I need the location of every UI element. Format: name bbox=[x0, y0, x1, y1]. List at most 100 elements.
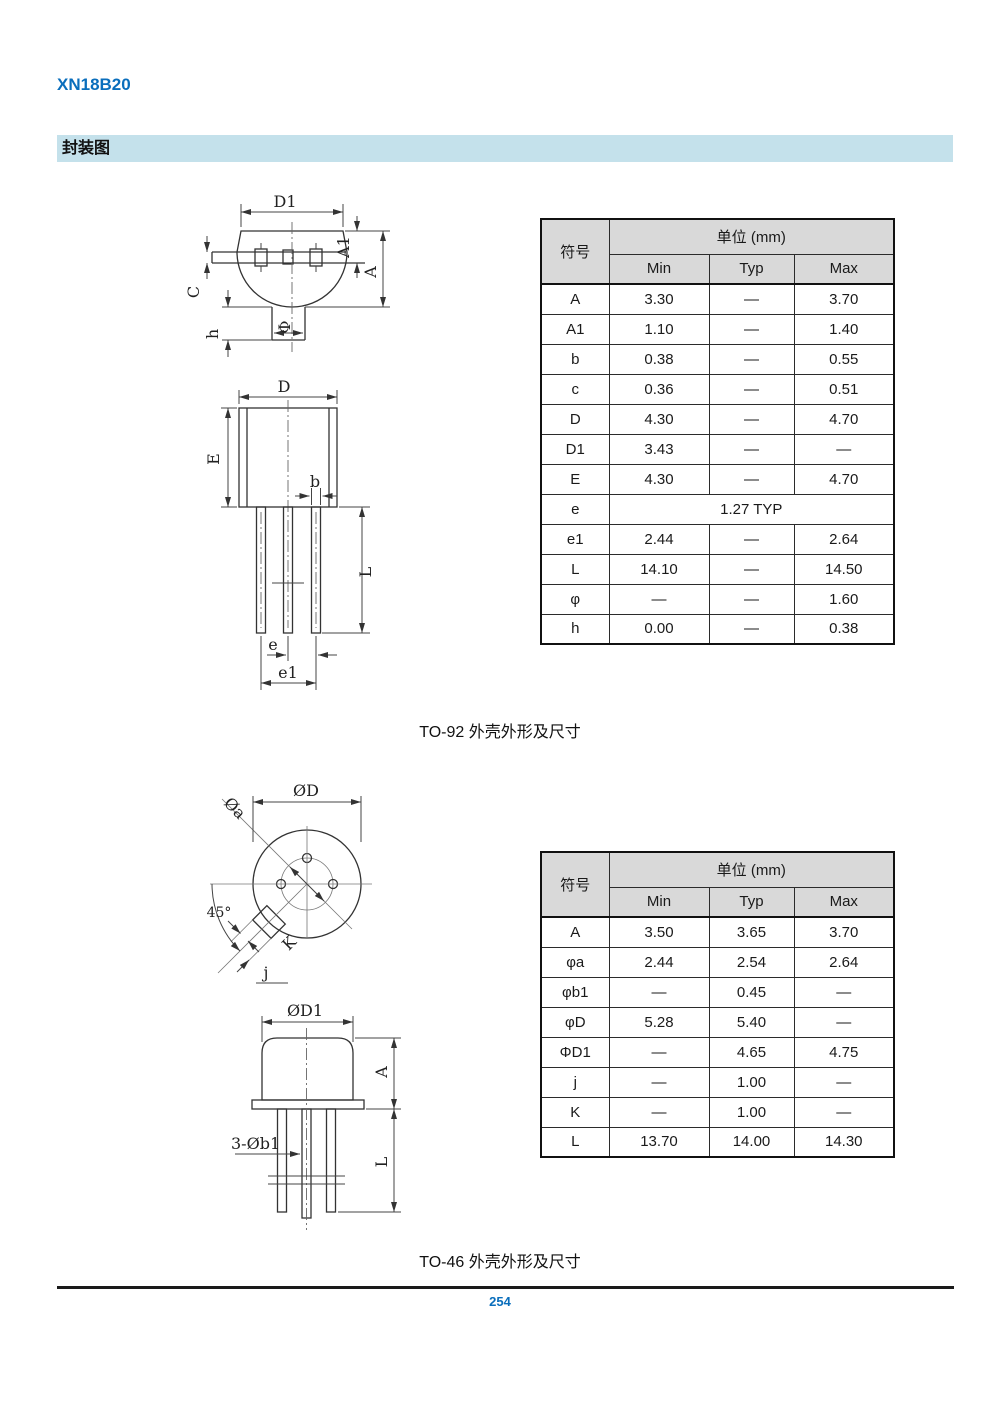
cell-typ: 1.00 bbox=[708, 1066, 795, 1098]
header-max: Max bbox=[793, 886, 895, 918]
cell-max: 14.50 bbox=[793, 553, 895, 585]
to46-caption: TO-46 外壳外形及尺寸 bbox=[419, 1254, 581, 1271]
cell-typ: 3.65 bbox=[708, 916, 795, 948]
cell-span-value: 1.27 TYP bbox=[608, 493, 895, 525]
cell-min: 4.30 bbox=[608, 403, 710, 435]
cell-min: 3.43 bbox=[608, 433, 710, 465]
cell-typ: — bbox=[708, 403, 795, 435]
cell-symbol: e bbox=[540, 493, 610, 525]
cell-max: — bbox=[793, 1066, 895, 1098]
dim-label-c: C bbox=[184, 286, 203, 298]
cell-typ: 5.40 bbox=[708, 1006, 795, 1038]
to46-front-view-dimensions: ØD1 A L 3-Øb1 bbox=[231, 1001, 401, 1213]
table-row: j—1.00— bbox=[540, 1066, 895, 1098]
cell-symbol: h bbox=[540, 613, 610, 645]
cell-symbol: φa bbox=[540, 946, 610, 978]
angle-label: 45° bbox=[207, 905, 232, 921]
cell-min: — bbox=[608, 1066, 710, 1098]
dim-label-j: j bbox=[262, 963, 269, 982]
cell-typ: — bbox=[708, 283, 795, 315]
table-row: K—1.00— bbox=[540, 1096, 895, 1128]
cell-typ: — bbox=[708, 523, 795, 555]
dim-label-d: D bbox=[278, 377, 291, 396]
dim-label-a: A bbox=[372, 1066, 391, 1079]
header-unit: 单位 (mm) bbox=[608, 218, 895, 255]
cell-min: 0.36 bbox=[608, 373, 710, 405]
cell-typ: — bbox=[708, 613, 795, 645]
cell-min: 5.28 bbox=[608, 1006, 710, 1038]
cell-min: 2.44 bbox=[608, 523, 710, 555]
dim-label-od1: ØD1 bbox=[287, 1001, 323, 1020]
cell-max: 4.70 bbox=[793, 403, 895, 435]
cell-symbol: D bbox=[540, 403, 610, 435]
cell-symbol: e1 bbox=[540, 523, 610, 555]
cell-max: 1.40 bbox=[793, 313, 895, 345]
dim-label-b: b bbox=[310, 472, 320, 491]
cell-symbol: E bbox=[540, 463, 610, 495]
table-header-row: Min Typ Max bbox=[541, 253, 895, 285]
cell-symbol: ΦD1 bbox=[540, 1036, 610, 1068]
section-header-label: 封装图 bbox=[62, 140, 111, 157]
cell-min: — bbox=[608, 1036, 710, 1068]
page-number: 254 bbox=[489, 1294, 511, 1309]
dim-label-a: A bbox=[361, 266, 380, 279]
cell-min: 0.38 bbox=[608, 343, 710, 375]
cell-typ: 14.00 bbox=[708, 1126, 795, 1158]
to92-front-view bbox=[238, 400, 338, 634]
cell-max: 2.64 bbox=[793, 523, 895, 555]
cell-max: 3.70 bbox=[793, 283, 895, 315]
cell-typ: 0.45 bbox=[708, 976, 795, 1008]
cell-min: 1.10 bbox=[608, 313, 710, 345]
cell-max: — bbox=[793, 1006, 895, 1038]
cell-symbol: K bbox=[540, 1096, 610, 1128]
cell-max: — bbox=[793, 433, 895, 465]
cell-max: 3.70 bbox=[793, 916, 895, 948]
cell-min: 4.30 bbox=[608, 463, 710, 495]
cell-min: 14.10 bbox=[608, 553, 710, 585]
table-row: φ——1.60 bbox=[540, 583, 895, 615]
dim-label-e: e bbox=[268, 635, 277, 654]
header-typ: Typ bbox=[708, 253, 795, 285]
cell-min: 2.44 bbox=[608, 946, 710, 978]
cell-max: 14.30 bbox=[793, 1126, 895, 1158]
table-header-row: 符号 单位 (mm) bbox=[540, 218, 895, 285]
cell-min: — bbox=[608, 1096, 710, 1128]
lead-count-label: 3-Øb1 bbox=[231, 1134, 280, 1153]
table-row: φb1—0.45— bbox=[540, 976, 895, 1008]
dim-label-l: L bbox=[372, 1156, 391, 1167]
to92-package-drawing: D1 A1 A C h Φ bbox=[184, 192, 390, 690]
cell-max: 4.70 bbox=[793, 463, 895, 495]
to92-caption: TO-92 外壳外形及尺寸 bbox=[419, 724, 581, 741]
header-min: Min bbox=[608, 886, 710, 918]
cell-symbol: L bbox=[540, 553, 610, 585]
cell-symbol: φb1 bbox=[540, 976, 610, 1008]
cell-typ: 2.54 bbox=[708, 946, 795, 978]
header-typ: Typ bbox=[708, 886, 795, 918]
table-header-row: Min Typ Max bbox=[541, 886, 895, 918]
document-title: XN18B20 bbox=[57, 75, 131, 94]
cell-max: 0.55 bbox=[793, 343, 895, 375]
cell-min: — bbox=[608, 583, 710, 615]
dim-label-od: ØD bbox=[293, 781, 319, 800]
cell-symbol: j bbox=[540, 1066, 610, 1098]
to46-top-view bbox=[210, 798, 372, 974]
dim-label-oa: Øa bbox=[220, 793, 250, 823]
to92-top-view bbox=[211, 222, 390, 352]
cell-max: 2.64 bbox=[793, 946, 895, 978]
dim-label-e-height: E bbox=[204, 453, 223, 465]
cell-max: 0.38 bbox=[793, 613, 895, 645]
cell-typ: — bbox=[708, 433, 795, 465]
cell-typ: — bbox=[708, 553, 795, 585]
